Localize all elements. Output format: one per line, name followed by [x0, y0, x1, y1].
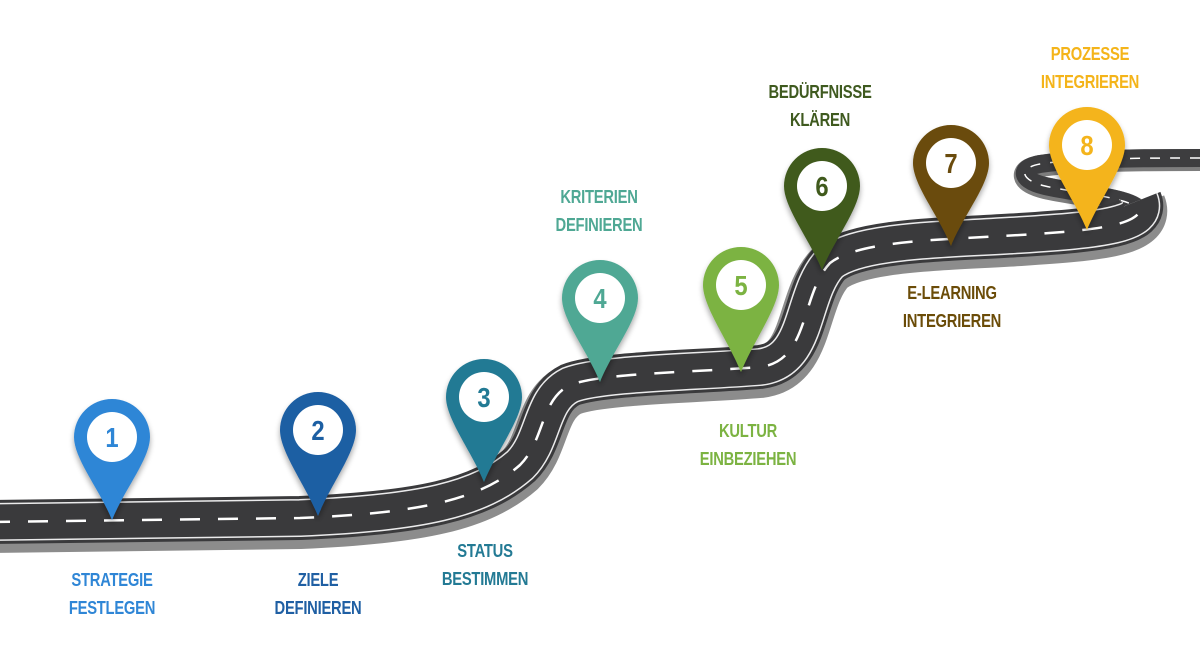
map-pin-step-1: 1: [74, 399, 150, 520]
step-number: 6: [815, 170, 828, 202]
step-label-line1: PROZESSE: [1050, 44, 1130, 64]
step-label-8: PROZESSE INTEGRIEREN: [1041, 40, 1139, 96]
lane-marking-back: [1024, 157, 1200, 214]
step-label-line1: ZIELE: [297, 570, 339, 590]
step-number: 7: [944, 147, 957, 179]
map-pin-step-7: 7: [913, 125, 989, 246]
step-label-line2: DEFINIEREN: [274, 598, 362, 618]
step-label-line2: BESTIMMEN: [441, 569, 529, 589]
step-label-5: KULTUR EINBEZIEHEN: [700, 417, 797, 473]
step-label-line1: STRATEGIE: [71, 570, 153, 590]
step-number: 3: [477, 381, 490, 413]
road-surface-inner: [0, 193, 1159, 540]
map-pin-step-4: 4: [562, 260, 638, 382]
step-number: 5: [734, 269, 747, 301]
pin-number-circle: [87, 412, 137, 462]
map-pin-step-6: 6: [784, 148, 860, 270]
step-number: 2: [311, 414, 324, 446]
map-pin-step-2: 2: [280, 392, 356, 516]
map-pin-step-8: 8: [1049, 107, 1125, 230]
step-label-line2: INTEGRIEREN: [1040, 72, 1140, 92]
map-pin-step-5: 5: [703, 247, 779, 372]
step-label-line2: KLÄREN: [789, 110, 851, 130]
step-label-6: BEDÜRFNISSE KLÄREN: [768, 78, 871, 134]
step-label-line1: KRITERIEN: [560, 187, 638, 207]
step-label-line1: STATUS: [457, 541, 513, 561]
step-number: 8: [1080, 129, 1093, 161]
step-label-line2: INTEGRIEREN: [902, 311, 1002, 331]
step-label-line1: E-LEARNING: [907, 283, 997, 303]
step-label-line1: BEDÜRFNISSE: [768, 82, 872, 102]
lane-marking: [0, 199, 1143, 524]
pin-number-circle: [926, 138, 976, 188]
pin-number-circle: [293, 405, 343, 455]
step-number: 1: [105, 421, 118, 453]
pin-number-circle: [797, 161, 847, 211]
pin-number-circle: [459, 372, 509, 422]
step-number: 4: [593, 282, 607, 314]
step-label-line1: KULTUR: [718, 421, 778, 441]
pin-number-circle: [1062, 120, 1112, 170]
step-label-2: ZIELE DEFINIEREN: [275, 566, 362, 622]
step-label-3: STATUS BESTIMMEN: [441, 537, 529, 593]
step-label-line2: FESTLEGEN: [68, 598, 156, 618]
step-label-line2: EINBEZIEHEN: [699, 449, 797, 469]
step-label-1: STRATEGIE FESTLEGEN: [68, 566, 156, 622]
step-label-7: E-LEARNING INTEGRIEREN: [903, 279, 1001, 335]
road: [0, 149, 1200, 553]
map-pin-step-3: 3: [446, 359, 522, 482]
pin-number-circle: [716, 260, 766, 310]
pin-number-circle: [575, 273, 625, 323]
step-label-4: KRITERIEN DEFINIEREN: [556, 183, 643, 239]
step-label-line2: DEFINIEREN: [555, 215, 643, 235]
